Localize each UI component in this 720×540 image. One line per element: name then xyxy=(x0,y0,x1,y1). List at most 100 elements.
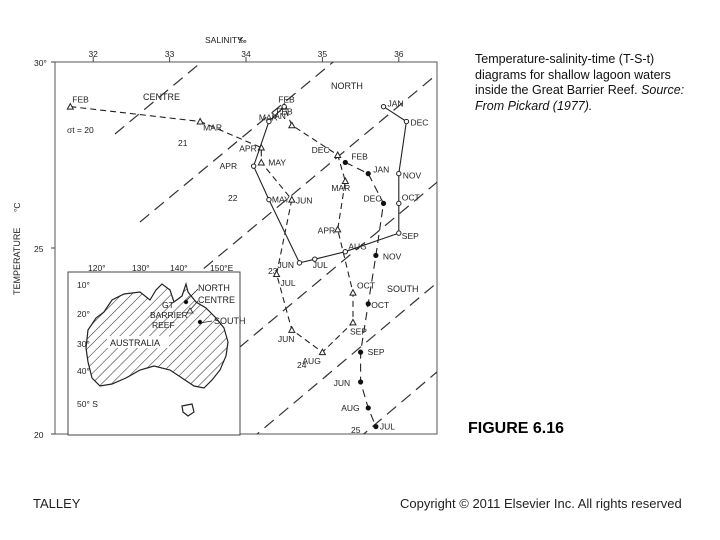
station-marker-group xyxy=(183,288,213,325)
point-label: APR xyxy=(239,144,256,154)
point-label: JAN xyxy=(373,165,389,175)
point-label: JUL xyxy=(281,278,296,288)
x-tick-label: 32 xyxy=(88,49,98,59)
data-point xyxy=(266,196,272,203)
x-tick-label: 34 xyxy=(241,49,251,59)
data-point xyxy=(272,269,281,278)
map-station-north: NORTH xyxy=(198,283,230,293)
density-label: 22 xyxy=(228,193,238,203)
data-point xyxy=(396,200,402,207)
point-label: SEP xyxy=(402,231,419,241)
x-axis-unit: ‰ xyxy=(238,35,247,45)
data-point xyxy=(396,230,402,236)
point-label: JAN xyxy=(388,99,404,109)
point-label: DEC xyxy=(410,118,428,128)
point-label: OCT xyxy=(357,281,375,291)
data-point xyxy=(403,118,410,125)
data-point xyxy=(281,103,287,110)
point-label: JUN xyxy=(277,260,294,270)
data-point xyxy=(287,121,296,129)
point-label: OCT xyxy=(402,192,420,202)
station-labels: CENTRE NORTH SOUTH xyxy=(143,81,419,294)
data-point xyxy=(196,117,205,125)
figure-caption: Temperature-salinity-time (T-S-t) diagra… xyxy=(475,52,690,114)
data-point xyxy=(349,318,357,326)
density-label: 24 xyxy=(297,360,307,370)
data-point xyxy=(380,200,387,206)
reef-label-reef: REEF xyxy=(152,320,175,330)
point-label: APR xyxy=(220,161,237,171)
point-label: APR xyxy=(318,225,335,235)
density-label: 23 xyxy=(268,266,278,276)
point-label: DEC xyxy=(312,145,330,155)
data-point xyxy=(396,170,402,177)
data-point xyxy=(349,288,357,296)
sigma-label: σt = 20 xyxy=(67,125,94,135)
point-label: AUG xyxy=(302,356,320,366)
point-label: SEP xyxy=(368,347,385,357)
map-latitude-label: 30° xyxy=(77,339,90,349)
inset-map: 120°130°140°150°E 10°20°30°40°50° S AUST… xyxy=(67,263,246,436)
series-label-south: SOUTH xyxy=(387,284,419,294)
point-label: JUL xyxy=(380,422,395,432)
point-label: DEC xyxy=(364,193,382,203)
series-line-north xyxy=(253,106,407,264)
x-axis-title: SALINITY xyxy=(205,35,243,45)
series-label-centre: CENTRE xyxy=(143,92,180,102)
map-longitude-label: 140° xyxy=(170,263,188,273)
point-label: JAN xyxy=(270,111,286,121)
map-latitude-label: 10° xyxy=(77,280,90,290)
point-label: JUN xyxy=(334,378,351,388)
series-label-north: NORTH xyxy=(331,81,363,91)
point-label: SEP xyxy=(350,326,367,336)
point-label: MAY xyxy=(268,157,286,167)
y-axis-title: TEMPERATURE xyxy=(12,228,22,295)
x-tick-label: 35 xyxy=(318,49,328,59)
tasmania-shape xyxy=(181,403,195,417)
isopycnals xyxy=(114,62,437,434)
data-point xyxy=(333,225,342,233)
data-point xyxy=(318,348,327,356)
density-label: 25 xyxy=(351,425,361,435)
caption-main: Temperature-salinity-time (T-S-t) diagra… xyxy=(475,52,671,97)
x-tick-label: 36 xyxy=(394,49,404,59)
australia-label: AUSTRALIA xyxy=(110,338,160,348)
data-point xyxy=(312,256,318,262)
point-label: MAR xyxy=(331,183,350,193)
point-label: NOV xyxy=(383,251,402,261)
data-point xyxy=(365,301,371,307)
data-point xyxy=(341,176,350,185)
y-tick-label: 25 xyxy=(34,244,44,254)
data-point xyxy=(373,423,379,430)
map-longitude-label: 130° xyxy=(132,263,150,273)
australia-label-bg xyxy=(107,336,169,348)
point-label: NOV xyxy=(403,171,422,181)
map-station-centre: CENTRE xyxy=(198,295,235,305)
reef-label-barrier: BARRIER xyxy=(150,310,188,320)
point-label: JUN xyxy=(278,334,295,344)
point-label: MAY xyxy=(272,195,290,205)
data-point xyxy=(250,163,257,169)
series-layer xyxy=(66,102,410,430)
point-label: AUG xyxy=(341,403,359,413)
data-point xyxy=(365,171,371,177)
y-axis-unit: °C xyxy=(12,202,22,212)
data-point xyxy=(342,159,348,166)
data-point xyxy=(373,252,379,259)
data-point xyxy=(342,249,349,255)
map-longitude-label: 120° xyxy=(88,263,106,273)
caption-source: Source: From Pickard (1977). xyxy=(475,83,685,113)
data-point xyxy=(380,103,387,110)
point-label: AUG xyxy=(348,242,366,252)
point-label: FEB xyxy=(276,107,293,117)
point-label: FEB xyxy=(72,95,89,105)
point-label: JUN xyxy=(296,196,313,206)
reef-label-gt: GT xyxy=(162,300,174,310)
point-label: FEB xyxy=(351,151,368,161)
figure-number: FIGURE 6.16 xyxy=(468,420,565,437)
point-label: OCT xyxy=(371,300,389,310)
data-point xyxy=(66,102,75,110)
